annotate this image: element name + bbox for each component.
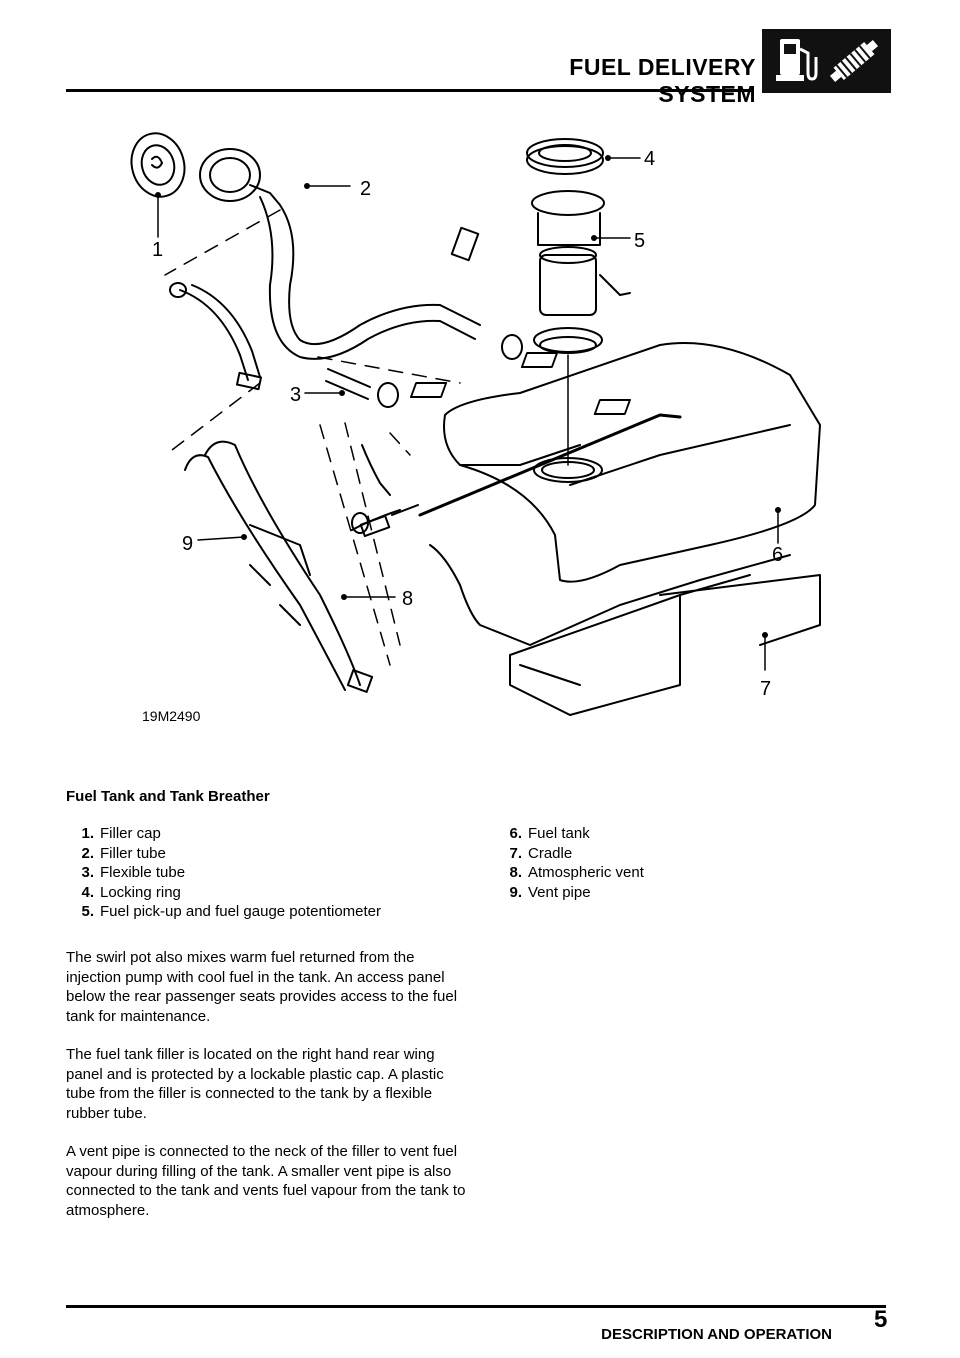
- legend-item: 2. Filler tube: [66, 844, 381, 864]
- atmospheric-vent-part: [359, 444, 419, 538]
- legend-number: 2.: [81, 844, 94, 862]
- paragraph-swirl-pot: The swirl pot also mixes warm fuel retur…: [66, 949, 458, 1025]
- legend-number: 8.: [509, 864, 522, 881]
- callout-6: 6: [772, 544, 783, 566]
- legend-number: 5.: [81, 903, 94, 920]
- page-number: 5: [874, 1306, 888, 1333]
- fuel-tank-diagram: 1 2 4 5 3 6 7 8 9 19M2490: [130, 132, 821, 724]
- callout-3: 3: [290, 384, 301, 406]
- callout-7: 7: [760, 678, 771, 700]
- legend-label: Filler tube: [100, 844, 166, 862]
- legend-label: Locking ring: [100, 883, 181, 901]
- legend-item: 5. Fuel pick-up and fuel gauge potentiome…: [66, 902, 381, 922]
- vent-pipe-part: [184, 440, 374, 693]
- flexible-tube-part: [169, 282, 523, 408]
- legend-label: Atmospheric vent: [528, 864, 644, 881]
- legend-item: 4. Locking ring: [66, 883, 381, 903]
- legend-number: 9.: [509, 883, 522, 901]
- legend-label: Cradle: [528, 844, 573, 862]
- fuel-tank-part: [351, 342, 821, 583]
- legend-number: 6.: [509, 825, 522, 842]
- legend-item: 8. Atmospheric vent: [494, 863, 644, 883]
- locking-ring-part: [526, 138, 604, 175]
- cradle-part: [429, 544, 821, 716]
- callout-5: 5: [634, 230, 645, 252]
- legend-list-left: 1. Filler cap 2. Filler tube 3. Flexible tu…: [66, 824, 381, 922]
- legend-label: Vent pipe: [528, 883, 591, 901]
- figure-caption: Fuel Tank and Tank Breather: [66, 788, 270, 805]
- fuel-pump-and-filter-icon: [762, 29, 891, 93]
- legend-label: Filler cap: [100, 825, 161, 842]
- legend-number: 1.: [81, 825, 94, 842]
- paragraph-filler: The fuel tank filler is located on the r…: [66, 1046, 444, 1122]
- footer-rule: [66, 1305, 886, 1308]
- legend-item: 3. Flexible tube: [66, 863, 381, 883]
- legend-number: 7.: [509, 844, 522, 862]
- footer-section-title: DESCRIPTION AND OPERATION: [601, 1326, 832, 1343]
- legend-label: Fuel tank: [528, 825, 590, 842]
- legend-item: 9. Vent pipe: [494, 883, 644, 903]
- legend-item: 1. Filler cap: [66, 824, 381, 844]
- legend-number: 3.: [81, 864, 94, 881]
- legend-number: 4.: [81, 883, 94, 901]
- callout-1: 1: [152, 239, 163, 261]
- fuel-pickup-part: [531, 190, 631, 466]
- figure-code: 19M2490: [142, 708, 201, 724]
- header-rule: [66, 89, 752, 92]
- legend-list-right: 6.Fuel tank 7.Cradle 8.Atmospheric vent …: [494, 824, 644, 903]
- callout-2: 2: [360, 178, 371, 200]
- callout-4: 4: [644, 148, 655, 170]
- legend-label: Fuel pick-up and fuel gauge potentiomete…: [100, 903, 382, 920]
- legend-label: Flexible tube: [100, 864, 186, 881]
- legend-item: 6. Fuel tank: [494, 824, 644, 844]
- callout-8: 8: [402, 588, 413, 610]
- legend-item: 7. Cradle: [494, 844, 644, 864]
- filler-tube-part: [199, 148, 481, 360]
- filler-cap-part: [130, 132, 186, 198]
- page-header-title: FUEL DELIVERY SYSTEM: [569, 54, 756, 107]
- paragraph-vent-pipe: A vent pipe is connected to the neck of …: [66, 1143, 466, 1219]
- callout-9: 9: [182, 533, 193, 555]
